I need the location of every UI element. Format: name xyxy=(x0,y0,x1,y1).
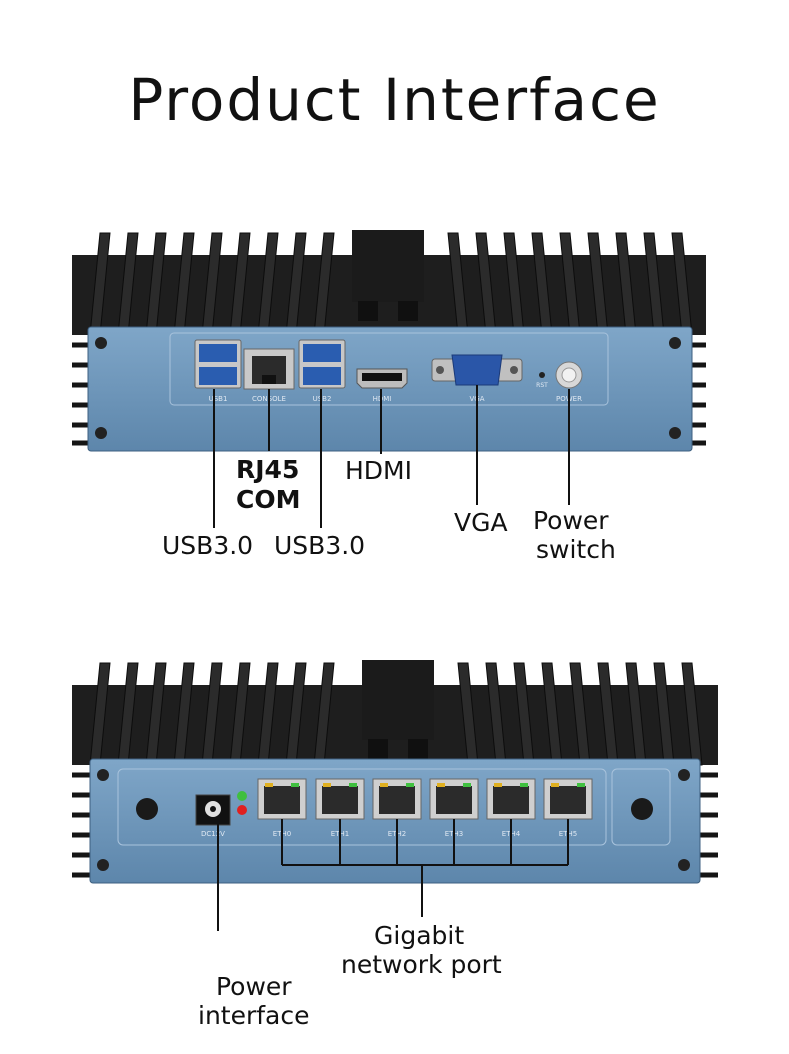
front-device-image: USB1 CONSOLE USB2 HDMI VGA RST POWER xyxy=(72,230,706,528)
rear-callout-lines xyxy=(217,817,569,931)
page-title: Product Interface xyxy=(128,66,661,134)
vga-port: VGA xyxy=(431,354,523,403)
usb-left-callout: USB3.0 xyxy=(162,531,254,560)
power-interface-callout-line1: Power xyxy=(216,972,292,1001)
status-led-green xyxy=(237,791,247,801)
power-interface-callout-line2: interface xyxy=(198,1001,310,1030)
vga-callout: VGA xyxy=(454,508,508,537)
front-callout-lines xyxy=(213,385,570,528)
com-callout: COM xyxy=(236,485,301,514)
eth-port-3: ETH3 xyxy=(429,778,479,838)
usb-right-callout: USB3.0 xyxy=(274,531,366,560)
rst-label: RST xyxy=(536,382,548,389)
eth-port-5: ETH5 xyxy=(543,778,593,838)
gigabit-callout-line2: network port xyxy=(341,950,502,979)
dc-port-label: DC12V xyxy=(201,830,225,838)
hdmi-callout: HDMI xyxy=(345,456,412,485)
heatsink-fins xyxy=(72,230,706,446)
rear-device-image: DC12V ETH0 ETH1 ETH2 ETH3 ETH4 ETH5 xyxy=(72,660,718,931)
usb-port-2: USB2 xyxy=(298,339,346,403)
usb-port-1: USB1 xyxy=(194,339,242,403)
rear-heatsink-fins xyxy=(72,660,718,878)
front-panel xyxy=(87,326,693,452)
gigabit-callout-line1: Gigabit xyxy=(374,921,465,950)
dc-power-jack: DC12V xyxy=(195,794,231,838)
power-switch-callout-line2: switch xyxy=(536,535,616,564)
status-led-red xyxy=(237,805,247,815)
power-switch-callout-line1: Power xyxy=(533,506,609,535)
rj45-callout: RJ45 xyxy=(236,455,300,484)
usb1-port-label: USB1 xyxy=(209,395,228,403)
